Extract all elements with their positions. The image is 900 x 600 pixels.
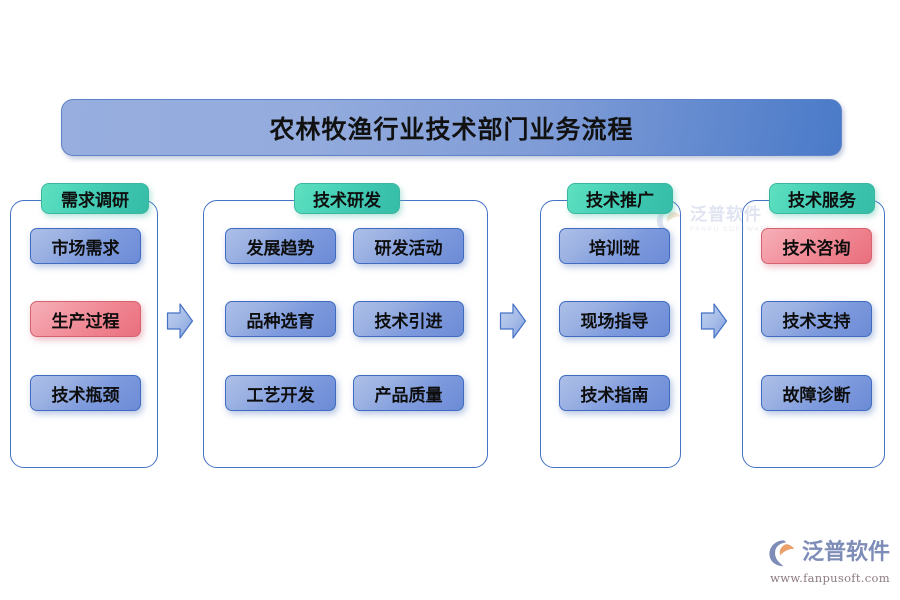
phase-header-label-2: 技术研发 (313, 191, 381, 211)
phase-header-1[interactable]: 需求调研 (41, 183, 149, 214)
logo-brand-cn: 泛普软件 (802, 540, 891, 565)
phase-3-item-2[interactable]: 现场指导 (559, 301, 670, 337)
phase-4-item-2[interactable]: 技术支持 (761, 301, 872, 337)
fanpu-logo-mark-icon (769, 540, 795, 567)
phase-2-item-6[interactable]: 产品质量 (353, 375, 464, 411)
phase-2-item-3-label: 品种选育 (246, 311, 315, 332)
phase-1-item-2[interactable]: 生产过程 (30, 301, 141, 337)
logo-url: www.fanpusoft.com (770, 571, 890, 585)
phase-2-item-4-label: 技术引进 (374, 311, 443, 332)
phase-header-3[interactable]: 技术推广 (567, 183, 673, 214)
phase-4-item-1-label: 技术咨询 (782, 238, 851, 259)
phase-1-item-1-label: 市场需求 (51, 238, 120, 259)
phase-2-item-2-label: 研发活动 (374, 238, 443, 259)
connector-arrow-2 (499, 302, 527, 340)
phase-header-label-3: 技术推广 (586, 191, 654, 211)
phase-4-item-2-label: 技术支持 (782, 311, 851, 332)
connector-arrow-1 (166, 302, 194, 340)
phase-header-2[interactable]: 技术研发 (294, 183, 400, 214)
phase-3-item-1-label: 培训班 (589, 238, 640, 259)
phase-3-item-3-label: 技术指南 (580, 385, 649, 406)
arrow-right-icon (700, 303, 728, 339)
phase-3-item-2-label: 现场指导 (580, 311, 649, 332)
arrow-right-icon (499, 303, 527, 339)
phase-1-item-3-label: 技术瓶颈 (51, 385, 120, 406)
phase-1-item-3[interactable]: 技术瓶颈 (30, 375, 141, 411)
connector-arrow-3 (700, 302, 728, 340)
phase-2-item-2[interactable]: 研发活动 (353, 228, 464, 264)
phase-1-item-1[interactable]: 市场需求 (30, 228, 141, 264)
phase-4-item-3-label: 故障诊断 (782, 385, 851, 406)
phase-2-item-3[interactable]: 品种选育 (225, 301, 336, 337)
page-title: 农林牧渔行业技术部门业务流程 (269, 114, 634, 144)
arrow-right-icon (166, 303, 194, 339)
phase-2-item-5[interactable]: 工艺开发 (225, 375, 336, 411)
fanpu-logo: 泛普软件 www.fanpusoft.com (768, 538, 892, 590)
phase-1-item-2-label: 生产过程 (51, 311, 120, 332)
phase-header-4[interactable]: 技术服务 (769, 183, 875, 214)
logo-row: 泛普软件 (768, 538, 892, 568)
phase-header-label-1: 需求调研 (61, 191, 129, 211)
phase-3-item-1[interactable]: 培训班 (559, 228, 670, 264)
phase-4-item-1[interactable]: 技术咨询 (761, 228, 872, 264)
phase-2-item-1[interactable]: 发展趋势 (225, 228, 336, 264)
phase-3-item-3[interactable]: 技术指南 (559, 375, 670, 411)
phase-2-item-1-label: 发展趋势 (246, 238, 315, 259)
phase-2-item-5-label: 工艺开发 (246, 385, 315, 406)
phase-4-item-3[interactable]: 故障诊断 (761, 375, 872, 411)
phase-header-label-4: 技术服务 (788, 191, 856, 211)
diagram-title-banner: 农林牧渔行业技术部门业务流程 (61, 99, 842, 156)
phase-2-item-6-label: 产品质量 (374, 385, 443, 406)
phase-2-item-4[interactable]: 技术引进 (353, 301, 464, 337)
